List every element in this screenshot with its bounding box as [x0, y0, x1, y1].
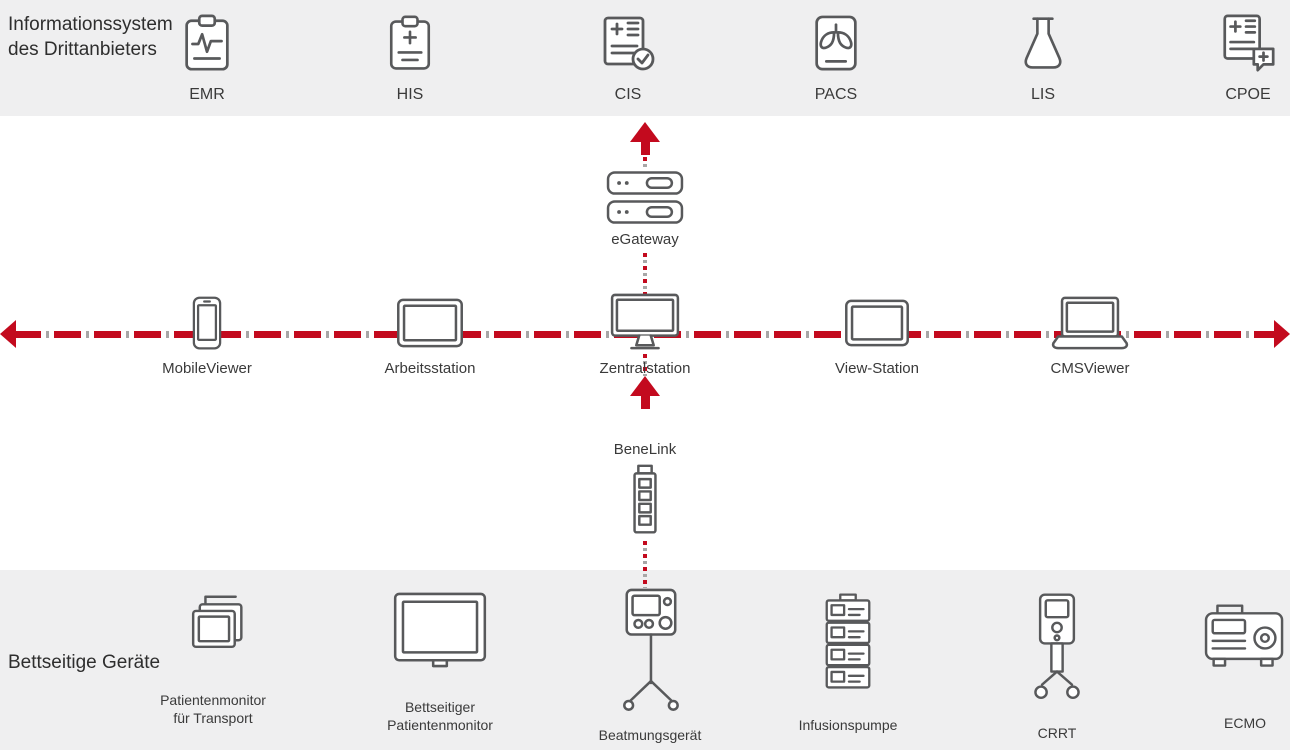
connector-arrow-egateway — [643, 157, 647, 169]
station-zentralstation: Zentralstation — [560, 291, 730, 377]
monitor-stand-icon — [610, 291, 680, 355]
device-ecmo: ECMO — [1145, 600, 1290, 732]
station-mobileviewer: MobileViewer — [122, 291, 292, 377]
system-cpoe: CPOE — [1178, 4, 1290, 104]
system-lis: LIS — [973, 4, 1113, 104]
system-label: CIS — [614, 86, 642, 103]
connector-bus-benelink-arrow — [643, 354, 647, 376]
station-label: Zentralstation — [599, 360, 691, 377]
bus-arrow-left-icon — [0, 320, 16, 348]
device-infusion-pump: Infusionspumpe — [748, 592, 948, 734]
system-his: HIS — [340, 4, 480, 104]
arrow-head — [630, 122, 660, 142]
arrow-head — [630, 376, 660, 396]
system-label: HIS — [396, 86, 424, 103]
station-arbeitsstation: Arbeitsstation — [345, 291, 515, 377]
station-label: MobileViewer — [162, 360, 252, 377]
crrt-machine-icon — [1027, 592, 1087, 708]
system-label: PACS — [814, 86, 858, 103]
device-label: Infusionspumpe — [798, 717, 898, 733]
arrow-egateway-to-cis-icon — [630, 122, 660, 155]
station-label: Arbeitsstation — [384, 360, 476, 377]
system-label: EMR — [189, 86, 225, 103]
ecmo-machine-icon — [1200, 600, 1290, 676]
station-label: CMSViewer — [1050, 360, 1130, 377]
benelink-module-icon — [626, 463, 664, 537]
his-clipboard-plus-icon — [380, 4, 440, 84]
connector-benelink-devices — [643, 541, 647, 588]
device-ventilator: Beatmungsgerät — [550, 588, 750, 744]
system-label: LIS — [1030, 86, 1055, 103]
emr-clipboard-ecg-icon — [176, 4, 238, 84]
infusion-pump-icon — [819, 592, 877, 692]
egateway-servers-icon — [606, 171, 684, 224]
bus-arrow-right-icon — [1274, 320, 1290, 348]
device-transport-monitor: Patientenmonitor für Transport — [113, 593, 313, 727]
device-crrt: CRRT — [957, 592, 1157, 742]
pacs-lungs-icon — [807, 4, 865, 84]
arrow-benelink-to-bus-icon — [630, 376, 660, 409]
device-label: CRRT — [1037, 725, 1077, 741]
bedside-band-title: Bettseitige Geräte — [8, 652, 161, 673]
system-label: CPOE — [1225, 86, 1271, 103]
device-label: Beatmungsgerät — [598, 727, 702, 743]
third-party-band-title: Informationssystem des Drittanbieters — [8, 14, 173, 61]
device-label: ECMO — [1224, 715, 1266, 731]
device-label: Patientenmonitor für Transport — [160, 692, 266, 727]
connector-egateway-bus — [643, 253, 647, 330]
cis-document-check-icon — [597, 4, 659, 84]
system-pacs: PACS — [766, 4, 906, 104]
system-cis: CIS — [558, 4, 698, 104]
station-cmsviewer: CMSViewer — [1005, 291, 1175, 377]
ventilator-icon — [609, 588, 691, 716]
third-party-systems-band: Informationssystem des Drittanbieters EM… — [0, 0, 1290, 116]
device-bedside-monitor: Bettseitiger Patientenmonitor — [340, 592, 540, 734]
device-label: Bettseitiger Patientenmonitor — [387, 699, 493, 734]
egateway-label: eGateway — [611, 231, 679, 248]
cpoe-document-bubble-icon — [1217, 4, 1279, 84]
arrow-stem — [640, 396, 650, 409]
laptop-icon — [1051, 291, 1129, 355]
tablet-icon — [844, 291, 910, 355]
display-icon — [396, 291, 464, 355]
benelink-label: BeneLink — [613, 441, 677, 458]
station-label: View-Station — [835, 360, 919, 377]
transport-monitor-icon — [180, 593, 246, 661]
bedside-monitor-icon — [393, 592, 487, 668]
arrow-stem — [640, 142, 650, 155]
lis-flask-icon — [1013, 4, 1073, 84]
smartphone-icon — [192, 291, 222, 355]
station-view-station: View-Station — [792, 291, 962, 377]
system-emr: EMR — [137, 4, 277, 104]
